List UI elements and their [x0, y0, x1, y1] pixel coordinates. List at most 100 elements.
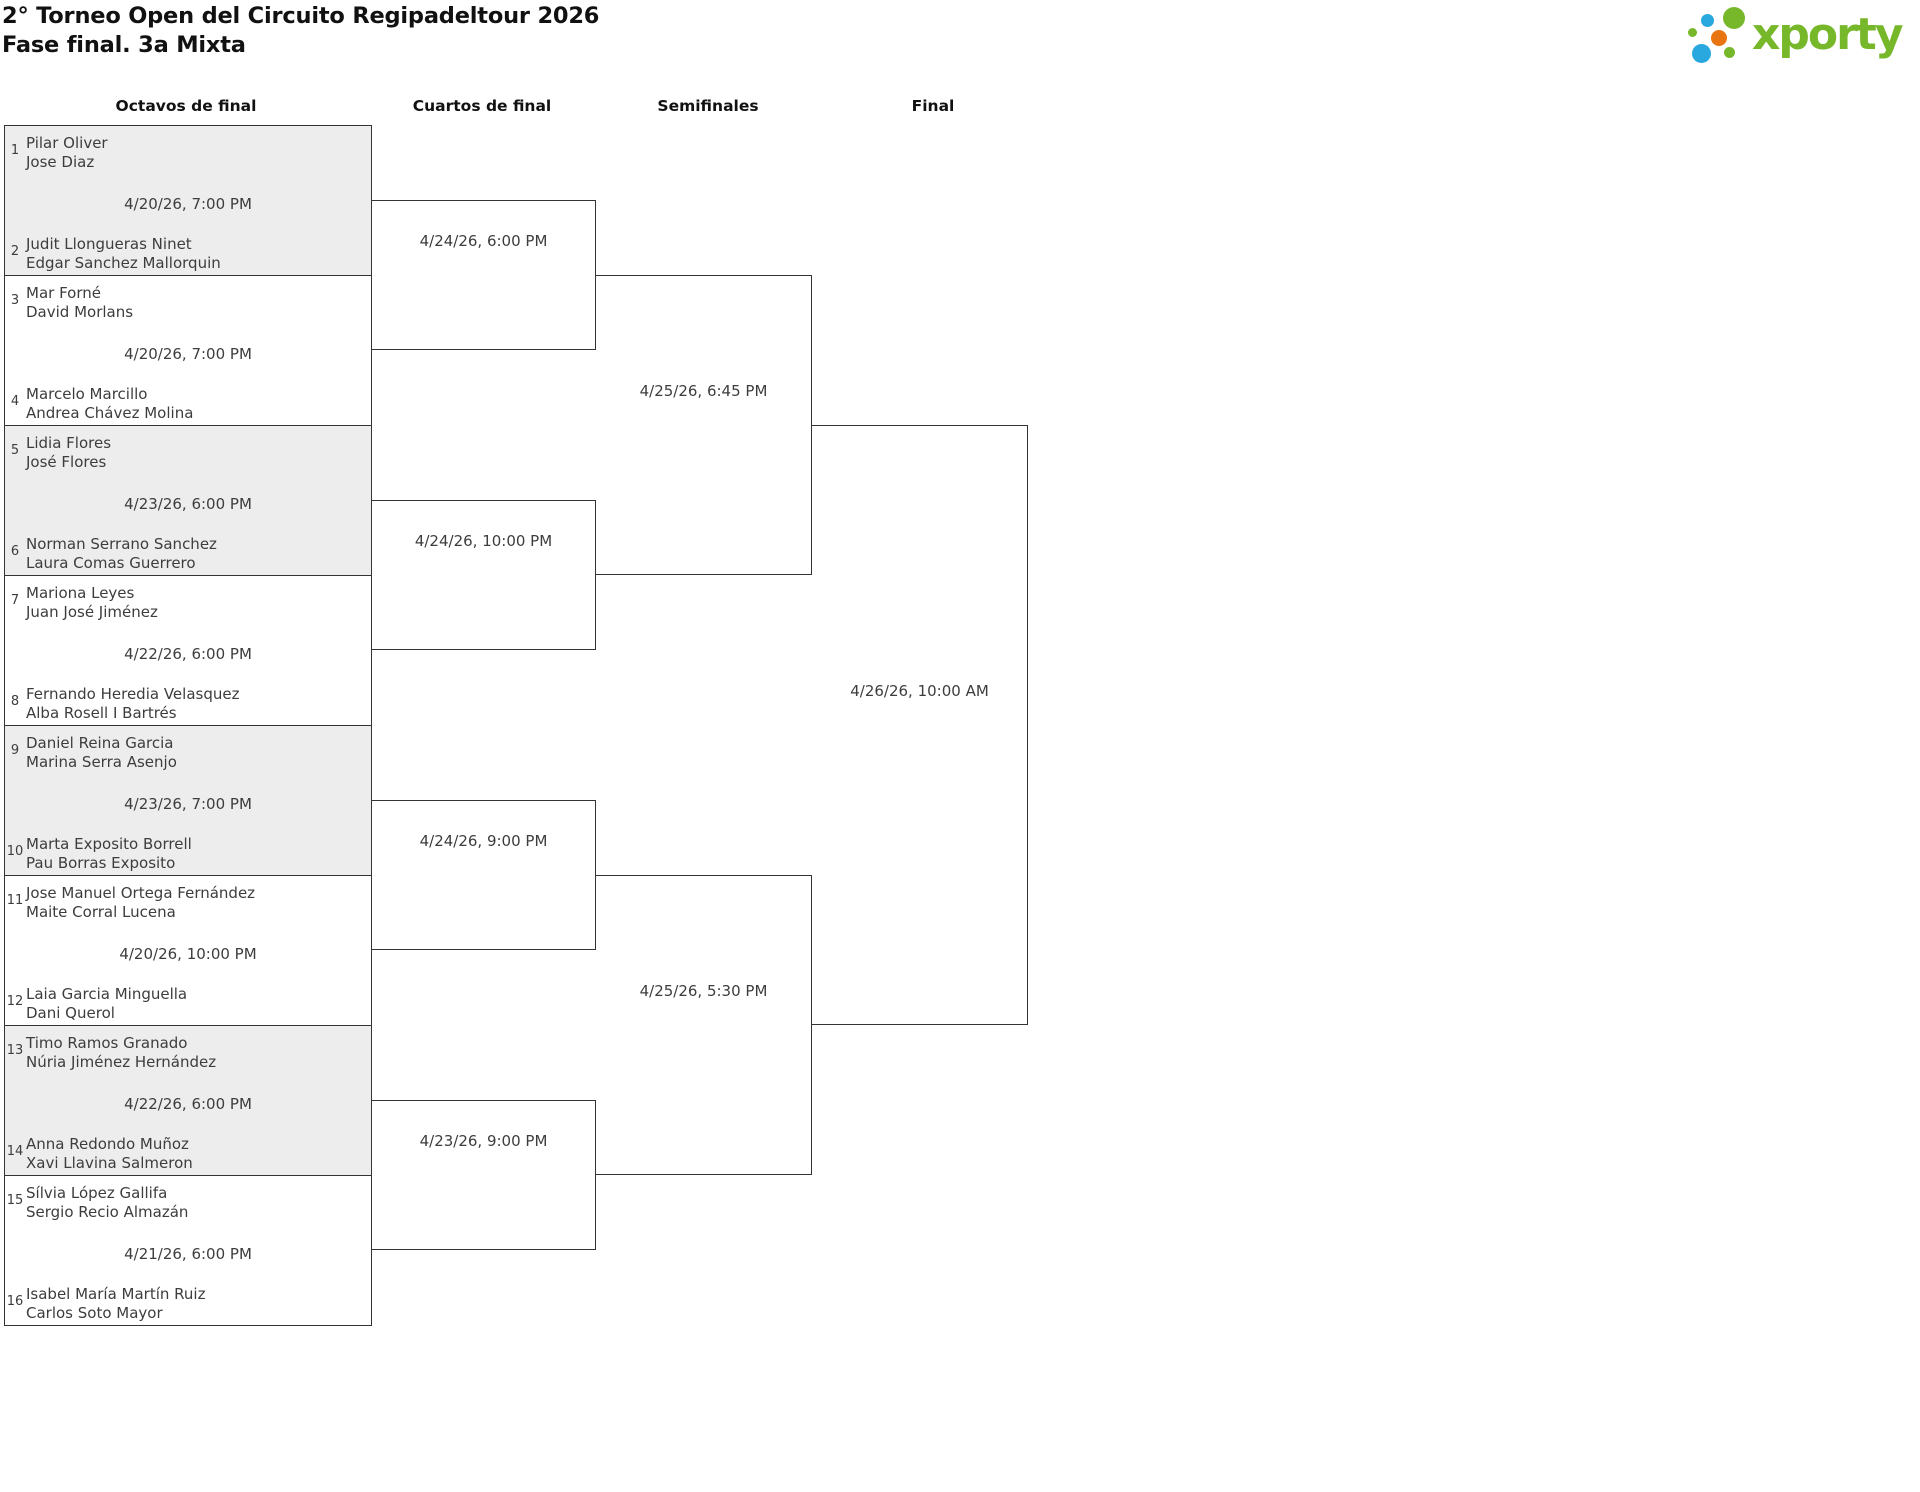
- round-header-cuartos: Cuartos de final: [412, 97, 552, 115]
- match-datetime: 4/20/26, 10:00 PM: [119, 945, 257, 963]
- team-bottom: Marcelo Marcillo Andrea Chávez Molina: [26, 385, 365, 423]
- match-box-r16-6[interactable]: 11 Jose Manuel Ortega Fernández Maite Co…: [4, 875, 372, 1025]
- player-name: Pilar Oliver: [26, 134, 108, 152]
- seed-number: 16: [6, 1294, 24, 1309]
- player-name: Lidia Flores: [26, 434, 112, 452]
- player-name: Daniel Reina Garcia: [26, 734, 174, 752]
- seed-number: 8: [10, 694, 20, 709]
- match-datetime: 4/25/26, 5:30 PM: [639, 982, 768, 1000]
- round-header-final: Final: [911, 97, 955, 115]
- seed-number: 6: [10, 544, 20, 559]
- logo-dot-icon: [1723, 7, 1745, 29]
- match-box-r16-1[interactable]: 1 Pilar Oliver Jose Diaz 4/20/26, 7:00 P…: [4, 125, 372, 275]
- match-datetime: 4/24/26, 6:00 PM: [419, 232, 548, 250]
- team-bottom: Anna Redondo Muñoz Xavi Llavina Salmeron: [26, 1135, 365, 1173]
- player-name: Alba Rosell I Bartrés: [26, 704, 177, 722]
- player-name: Isabel María Martín Ruiz: [26, 1285, 206, 1303]
- player-name: Norman Serrano Sanchez: [26, 535, 217, 553]
- player-name: Sergio Recio Almazán: [26, 1203, 189, 1221]
- seed-number: 9: [10, 743, 20, 758]
- team-bottom: Marta Exposito Borrell Pau Borras Exposi…: [26, 835, 365, 873]
- team-top: Sílvia López Gallifa Sergio Recio Almazá…: [26, 1184, 365, 1222]
- team-top: Pilar Oliver Jose Diaz: [26, 134, 365, 172]
- seed-number: 14: [6, 1144, 24, 1159]
- team-top: Mariona Leyes Juan José Jiménez: [26, 584, 365, 622]
- match-box-r16-7[interactable]: 13 Timo Ramos Granado Núria Jiménez Hern…: [4, 1025, 372, 1175]
- player-name: Jose Manuel Ortega Fernández: [26, 884, 256, 902]
- player-name: Mariona Leyes: [26, 584, 135, 602]
- player-name: Laura Comas Guerrero: [26, 554, 196, 572]
- player-name: Xavi Llavina Salmeron: [26, 1154, 193, 1172]
- match-box-final[interactable]: 4/26/26, 10:00 AM: [812, 425, 1028, 1025]
- player-name: Núria Jiménez Hernández: [26, 1053, 217, 1071]
- team-top: Jose Manuel Ortega Fernández Maite Corra…: [26, 884, 365, 922]
- logo-dot-icon: [1701, 14, 1714, 27]
- team-top: Timo Ramos Granado Núria Jiménez Hernánd…: [26, 1034, 365, 1072]
- seed-number: 4: [10, 394, 20, 409]
- logo-dot-icon: [1724, 47, 1735, 58]
- logo-dot-icon: [1692, 44, 1711, 63]
- match-datetime: 4/25/26, 6:45 PM: [639, 382, 768, 400]
- match-box-qf-1[interactable]: 4/24/26, 6:00 PM: [372, 200, 596, 350]
- phase-subtitle: Fase final. 3a Mixta: [2, 32, 246, 58]
- match-datetime: 4/21/26, 6:00 PM: [124, 1245, 252, 1263]
- match-box-qf-4[interactable]: 4/23/26, 9:00 PM: [372, 1100, 596, 1250]
- seed-number: 5: [10, 443, 20, 458]
- match-datetime: 4/22/26, 6:00 PM: [124, 1095, 252, 1113]
- team-bottom: Norman Serrano Sanchez Laura Comas Guerr…: [26, 535, 365, 573]
- team-bottom: Isabel María Martín Ruiz Carlos Soto May…: [26, 1285, 365, 1323]
- player-name: Mar Forné: [26, 284, 101, 302]
- match-box-r16-5[interactable]: 9 Daniel Reina Garcia Marina Serra Asenj…: [4, 725, 372, 875]
- round-header-semifinales: Semifinales: [657, 97, 759, 115]
- player-name: Andrea Chávez Molina: [26, 404, 194, 422]
- match-box-sf-1[interactable]: 4/25/26, 6:45 PM: [596, 275, 812, 575]
- team-bottom: Fernando Heredia Velasquez Alba Rosell I…: [26, 685, 365, 723]
- player-name: David Morlans: [26, 303, 134, 321]
- seed-number: 12: [6, 994, 24, 1009]
- match-box-r16-8[interactable]: 15 Sílvia López Gallifa Sergio Recio Alm…: [4, 1175, 372, 1326]
- team-top: Daniel Reina Garcia Marina Serra Asenjo: [26, 734, 365, 772]
- match-box-sf-2[interactable]: 4/25/26, 5:30 PM: [596, 875, 812, 1175]
- player-name: Marina Serra Asenjo: [26, 753, 177, 771]
- seed-number: 3: [10, 293, 20, 308]
- seed-number: 1: [10, 143, 20, 158]
- match-datetime: 4/20/26, 7:00 PM: [124, 195, 252, 213]
- match-box-r16-2[interactable]: 3 Mar Forné David Morlans 4/20/26, 7:00 …: [4, 275, 372, 425]
- player-name: Edgar Sanchez Mallorquin: [26, 254, 221, 272]
- player-name: Fernando Heredia Velasquez: [26, 685, 240, 703]
- match-datetime: 4/24/26, 10:00 PM: [414, 532, 553, 550]
- player-name: Juan José Jiménez: [26, 603, 158, 621]
- seed-number: 13: [6, 1043, 24, 1058]
- match-datetime: 4/20/26, 7:00 PM: [124, 345, 252, 363]
- logo-dot-icon: [1711, 30, 1727, 46]
- match-box-r16-4[interactable]: 7 Mariona Leyes Juan José Jiménez 4/22/2…: [4, 575, 372, 725]
- player-name: Sílvia López Gallifa: [26, 1184, 168, 1202]
- page-title: 2° Torneo Open del Circuito Regipadeltou…: [2, 2, 599, 60]
- match-datetime: 4/23/26, 7:00 PM: [124, 795, 252, 813]
- player-name: Anna Redondo Muñoz: [26, 1135, 189, 1153]
- match-datetime: 4/24/26, 9:00 PM: [419, 832, 548, 850]
- round-header-octavos: Octavos de final: [115, 97, 257, 115]
- team-top: Lidia Flores José Flores: [26, 434, 365, 472]
- player-name: Maite Corral Lucena: [26, 903, 176, 921]
- team-bottom: Laia Garcia Minguella Dani Querol: [26, 985, 365, 1023]
- tournament-name: 2° Torneo Open del Circuito Regipadeltou…: [2, 3, 600, 29]
- player-name: Dani Querol: [26, 1004, 115, 1022]
- seed-number: 10: [6, 844, 24, 859]
- player-name: Marcelo Marcillo: [26, 385, 148, 403]
- team-top: Mar Forné David Morlans: [26, 284, 365, 322]
- match-box-qf-3[interactable]: 4/24/26, 9:00 PM: [372, 800, 596, 950]
- seed-number: 2: [10, 244, 20, 259]
- player-name: Jose Diaz: [26, 153, 95, 171]
- match-box-qf-2[interactable]: 4/24/26, 10:00 PM: [372, 500, 596, 650]
- match-datetime: 4/22/26, 6:00 PM: [124, 645, 252, 663]
- match-box-r16-3[interactable]: 5 Lidia Flores José Flores 4/23/26, 6:00…: [4, 425, 372, 575]
- xporty-logo[interactable]: xporty: [1684, 4, 1914, 74]
- logo-dot-icon: [1688, 28, 1697, 37]
- player-name: José Flores: [26, 453, 107, 471]
- match-datetime: 4/26/26, 10:00 AM: [850, 682, 989, 700]
- seed-number: 15: [6, 1193, 24, 1208]
- player-name: Pau Borras Exposito: [26, 854, 176, 872]
- player-name: Laia Garcia Minguella: [26, 985, 188, 1003]
